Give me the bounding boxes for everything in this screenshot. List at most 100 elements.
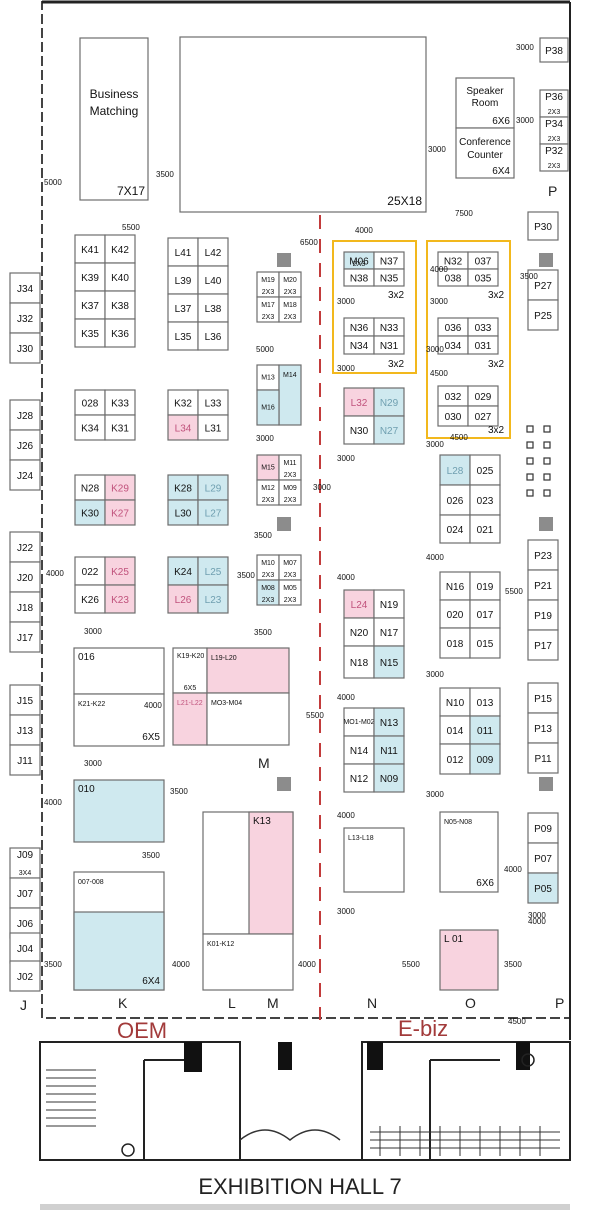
booth-k35[interactable]: K35 (74, 318, 106, 348)
booth-n20[interactable]: N20 (343, 617, 375, 647)
booth-n11[interactable]: N11 (373, 735, 405, 765)
booth-l21-l22[interactable]: L21-L22 (172, 692, 208, 746)
booth-l24[interactable]: L24 (343, 589, 375, 619)
booth-l40[interactable]: L40 (197, 265, 229, 295)
booth-n33[interactable]: N33 (373, 317, 405, 337)
booth-p09[interactable]: P09 (527, 812, 559, 844)
booth-036[interactable]: 036 (437, 317, 469, 337)
booth-l39[interactable]: L39 (167, 265, 199, 295)
booth-k36[interactable]: K36 (104, 318, 136, 348)
booth-p25[interactable]: P25 (527, 299, 559, 331)
booth-029[interactable]: 029 (467, 385, 499, 407)
booth-j24[interactable]: J24 (9, 459, 41, 491)
booth-j07[interactable]: J07 (9, 877, 41, 909)
booth-l01[interactable]: L 01 (439, 929, 499, 991)
booth-p11[interactable]: P11 (527, 742, 559, 774)
booth-l27[interactable]: L27 (197, 499, 229, 526)
booth-n13[interactable]: N13 (373, 707, 405, 737)
booth-j28[interactable]: J28 (9, 399, 41, 431)
booth-k34[interactable]: K34 (74, 414, 106, 441)
booth-k27[interactable]: K27 (104, 499, 136, 526)
booth-l25[interactable]: L25 (197, 556, 229, 586)
booth-n17[interactable]: N17 (373, 617, 405, 647)
booth-028[interactable]: 028 (74, 389, 106, 416)
conference-counter-block[interactable] (455, 127, 515, 179)
booth-m13[interactable]: M13 (256, 364, 280, 391)
booth-033[interactable]: 033 (467, 317, 499, 337)
booth-030[interactable]: 030 (437, 405, 469, 427)
booth-012[interactable]: 012 (439, 743, 471, 775)
booth-l30[interactable]: L30 (167, 499, 199, 526)
booth-l26[interactable]: L26 (167, 584, 199, 614)
booth-p19[interactable]: P19 (527, 599, 559, 631)
booth-m15[interactable]: M15 (256, 454, 280, 481)
booth-k24[interactable]: K24 (167, 556, 199, 586)
booth-k29[interactable]: K29 (104, 474, 136, 501)
booth-k33[interactable]: K33 (104, 389, 136, 416)
booth-032[interactable]: 032 (437, 385, 469, 407)
booth-n28[interactable]: N28 (74, 474, 106, 501)
booth-k42[interactable]: K42 (104, 234, 136, 264)
booth-n36[interactable]: N36 (343, 317, 375, 337)
booth-j34[interactable]: J34 (9, 272, 41, 304)
booth-n10[interactable]: N10 (439, 687, 471, 717)
booth-n30[interactable]: N30 (343, 415, 375, 445)
booth-014[interactable]: 014 (439, 715, 471, 745)
booth-010[interactable]: 010 (73, 779, 165, 843)
booth-022[interactable]: 022 (74, 556, 106, 586)
booth-l35[interactable]: L35 (167, 321, 199, 351)
booth-p23[interactable]: P23 (527, 539, 559, 571)
booth-011[interactable]: 011 (469, 715, 501, 745)
booth-k32[interactable]: K32 (167, 389, 199, 416)
booth-n15[interactable]: N15 (373, 645, 405, 679)
booth-n09[interactable]: N09 (373, 763, 405, 793)
booth-j11[interactable]: J11 (9, 744, 41, 776)
booth-n34[interactable]: N34 (343, 335, 375, 355)
booth-031[interactable]: 031 (467, 335, 499, 355)
booth-mo3-m04[interactable]: MO3-M04 (206, 692, 290, 746)
booth-020[interactable]: 020 (439, 599, 471, 629)
booth-n38[interactable]: N38 (343, 268, 375, 287)
booth-l19-l20[interactable]: L19-L20 (206, 647, 290, 694)
booth-l38[interactable]: L38 (197, 293, 229, 323)
booth-013[interactable]: 013 (469, 687, 501, 717)
booth-037[interactable]: 037 (467, 251, 499, 270)
booth-k01-k12[interactable]: K01-K12 (202, 933, 294, 991)
booth-mo1-m02[interactable]: MO1-M02 (343, 707, 375, 737)
booth-j26[interactable]: J26 (9, 429, 41, 461)
booth-l32[interactable]: L32 (343, 387, 375, 417)
booth-l42[interactable]: L42 (197, 237, 229, 267)
booth-k23[interactable]: K23 (104, 584, 136, 614)
booth-n16[interactable]: N16 (439, 571, 471, 601)
booth-l34[interactable]: L34 (167, 414, 199, 441)
booth-l28[interactable]: L28 (439, 454, 471, 486)
booth-k28[interactable]: K28 (167, 474, 199, 501)
booth-019[interactable]: 019 (469, 571, 501, 601)
booth-l29[interactable]: L29 (197, 474, 229, 501)
booth-n12[interactable]: N12 (343, 763, 375, 793)
booth-l36[interactable]: L36 (197, 321, 229, 351)
booth-l13-l18[interactable]: L13-L18 (343, 827, 405, 893)
speaker-room-block[interactable] (455, 77, 515, 129)
central-hall-block[interactable] (179, 36, 427, 213)
booth-j22[interactable]: J22 (9, 531, 41, 563)
booth-m16[interactable]: M16 (256, 389, 280, 426)
booth-p27[interactable]: P27 (527, 269, 559, 301)
booth-n29[interactable]: N29 (373, 387, 405, 417)
